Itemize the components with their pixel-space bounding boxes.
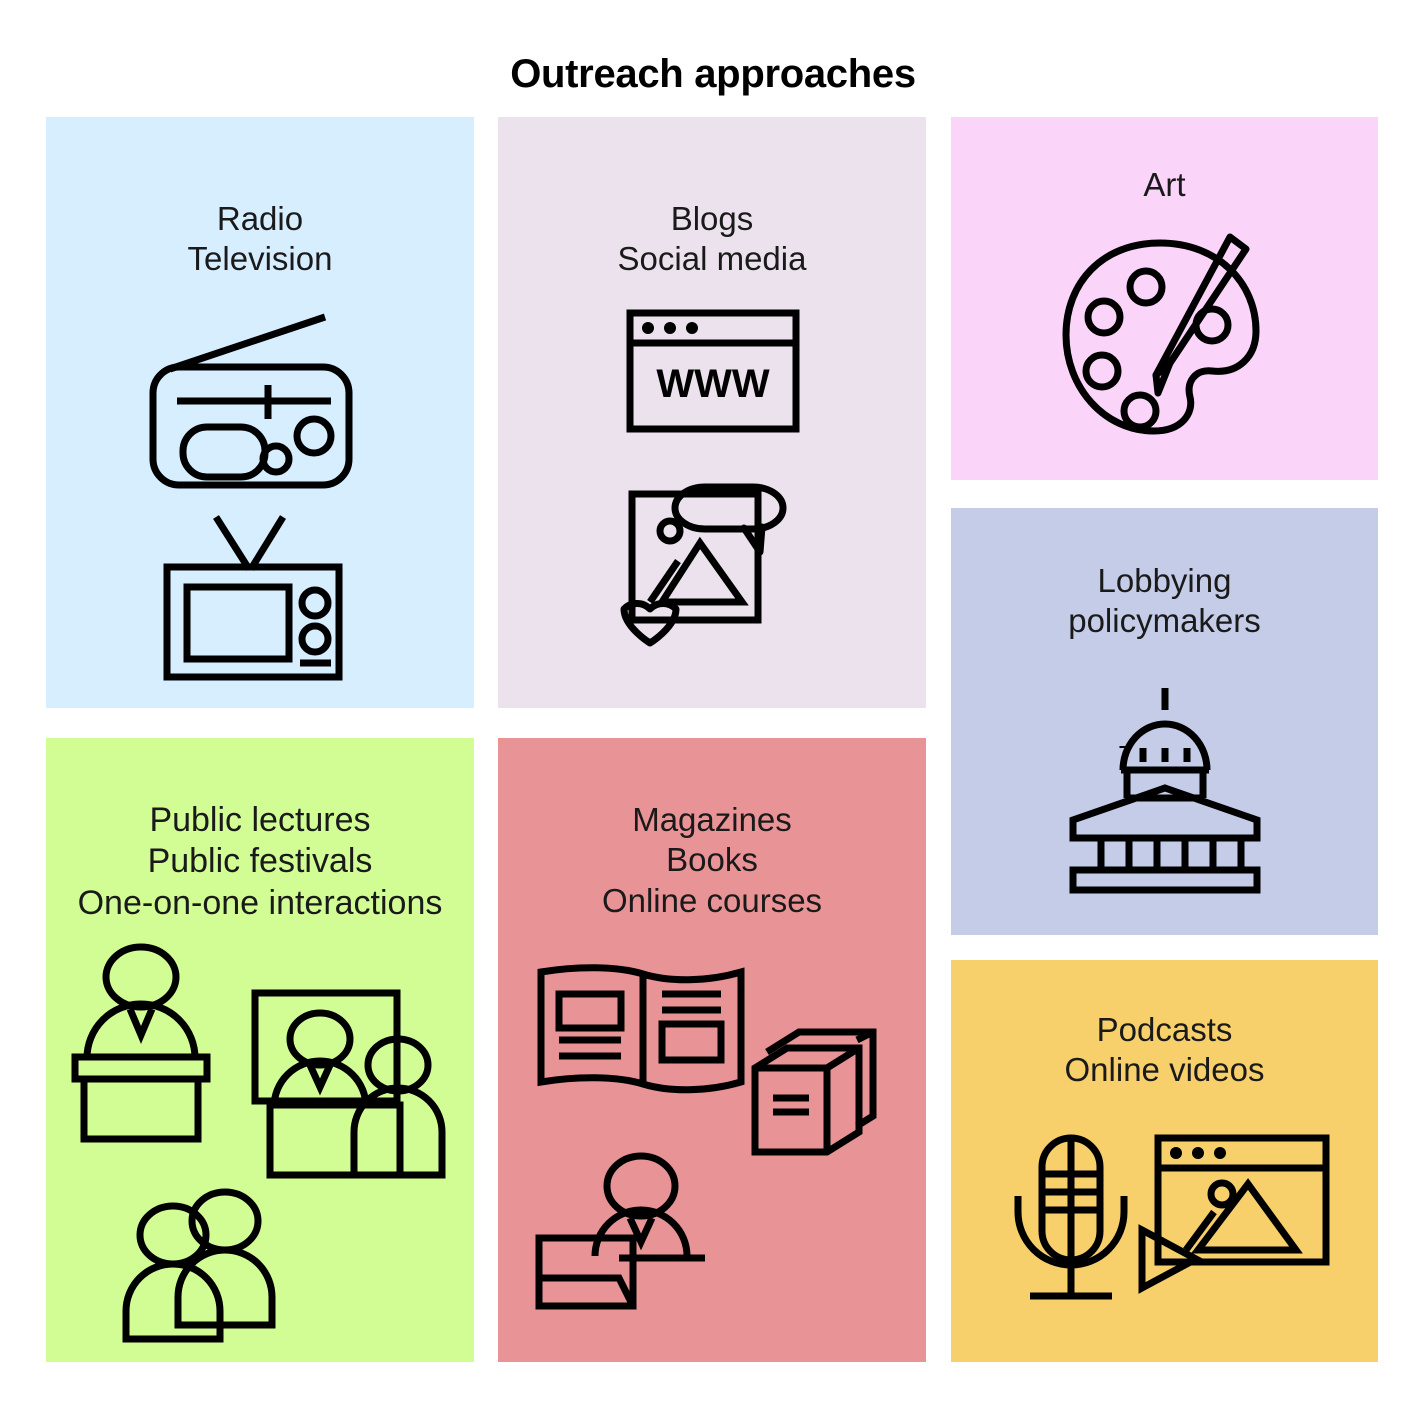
browser-www-icon: WWW <box>626 309 800 433</box>
panel-blogs-social-media: Blogs Social media WWW <box>498 117 926 708</box>
panel-art: Art <box>951 117 1378 480</box>
panel-public-engagement-icons <box>46 924 474 1362</box>
video-player-icon <box>1138 1134 1329 1294</box>
social-photo-post-icon <box>620 483 787 647</box>
panel-radio-television: Radio Television <box>46 117 474 708</box>
panel-podcasts-online-videos-label: Podcasts Online videos <box>1064 1011 1265 1089</box>
panel-art-label: Art <box>1143 166 1186 203</box>
paint-palette-icon <box>1062 233 1259 435</box>
panel-lobbying-policymakers: Lobbying policymakers <box>951 508 1378 935</box>
panel-radio-television-icons <box>46 280 474 709</box>
presentation-meeting-icon <box>251 989 446 1179</box>
public-engagement-icons <box>71 943 446 1343</box>
browser-and-social-post-icons: WWW <box>620 309 800 647</box>
open-magazine-icon <box>537 964 745 1094</box>
government-building-icon <box>1069 687 1260 894</box>
panel-blogs-social-media-icons: WWW <box>498 280 926 709</box>
television-icon <box>163 514 343 681</box>
panel-public-engagement: Public lectures Public festivals One-on-… <box>46 738 474 1362</box>
panel-podcasts-online-videos-icons <box>951 1091 1378 1363</box>
panel-lobbying-policymakers-label: Lobbying policymakers <box>1068 562 1261 640</box>
panel-podcasts-online-videos: Podcasts Online videos <box>951 960 1378 1362</box>
panel-public-engagement-label: Public lectures Public festivals One-on-… <box>77 801 443 922</box>
page-title: Outreach approaches <box>510 52 916 96</box>
panel-radio-television-label: Radio Television <box>187 200 333 278</box>
browser-www-text: WWW <box>656 362 770 406</box>
radio-and-television-icons <box>149 313 353 681</box>
panel-magazines-books-courses-label: Magazines Books Online courses <box>601 801 823 919</box>
magazines-books-courses-icons <box>535 964 877 1310</box>
two-people-icon <box>122 1188 276 1343</box>
microphone-icon <box>1014 1134 1127 1300</box>
radio-icon <box>149 313 353 489</box>
book-stack-icon <box>751 1028 877 1156</box>
podium-speaker-icon <box>71 943 211 1143</box>
panel-magazines-books-courses-icons <box>498 921 926 1362</box>
person-laptop-icon <box>535 1152 705 1310</box>
microphone-and-video-icons <box>1014 1134 1329 1300</box>
panel-art-icons <box>951 205 1378 480</box>
panel-lobbying-policymakers-icons <box>951 642 1378 936</box>
panel-magazines-books-courses: Magazines Books Online courses <box>498 738 926 1362</box>
panel-blogs-social-media-label: Blogs Social media <box>617 200 807 278</box>
